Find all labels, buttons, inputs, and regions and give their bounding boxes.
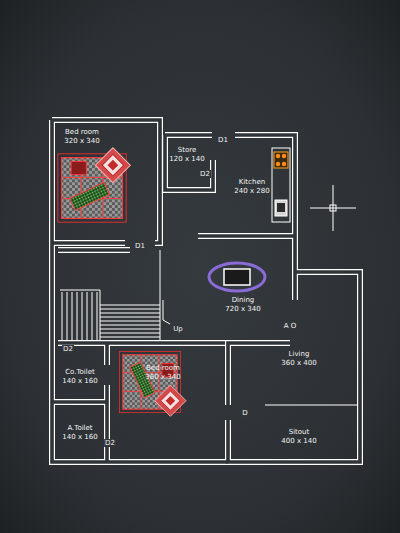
room-dimension: 360 x 340 bbox=[145, 373, 180, 382]
door-tag: D1 bbox=[134, 242, 146, 250]
room-label: Dining720 x 340 bbox=[225, 296, 260, 314]
room-name: A.Toilet bbox=[62, 424, 97, 433]
room-label: Bed room320 x 340 bbox=[64, 128, 99, 146]
door-tag: A O bbox=[283, 322, 298, 330]
room-name: Bed room bbox=[145, 364, 180, 373]
room-dimension: 720 x 340 bbox=[225, 305, 260, 314]
room-name: Sitout bbox=[281, 428, 316, 437]
room-dimension: 120 x 140 bbox=[169, 155, 204, 164]
room-dimension: 140 x 160 bbox=[62, 377, 97, 386]
room-dimension: 320 x 340 bbox=[64, 137, 99, 146]
door-tag: D1 bbox=[217, 136, 229, 144]
room-dimension: 240 x 280 bbox=[234, 187, 269, 196]
room-label: Living360 x 400 bbox=[281, 350, 316, 368]
room-name: Dining bbox=[225, 296, 260, 305]
room-name: Store bbox=[169, 146, 204, 155]
door-tag: D2 bbox=[62, 345, 74, 353]
room-name: Kitchen bbox=[234, 178, 269, 187]
room-label: Co.Toilet140 x 160 bbox=[62, 368, 97, 386]
room-label: Sitout400 x 140 bbox=[281, 428, 316, 446]
room-dimension: 140 x 160 bbox=[62, 433, 97, 442]
room-label: Kitchen240 x 280 bbox=[234, 178, 269, 196]
door-tag: D bbox=[241, 409, 248, 417]
door-tag: Up bbox=[172, 325, 184, 333]
room-name: Bed room bbox=[64, 128, 99, 137]
door-tag: D2 bbox=[104, 439, 116, 447]
room-label: A.Toilet140 x 160 bbox=[62, 424, 97, 442]
room-label: Bed room360 x 340 bbox=[145, 364, 180, 382]
room-name: Co.Toilet bbox=[62, 368, 97, 377]
room-dimension: 400 x 140 bbox=[281, 437, 316, 446]
room-name: Living bbox=[281, 350, 316, 359]
room-dimension: 360 x 400 bbox=[281, 359, 316, 368]
door-tag: D2 bbox=[199, 170, 211, 178]
room-label: Store120 x 140 bbox=[169, 146, 204, 164]
